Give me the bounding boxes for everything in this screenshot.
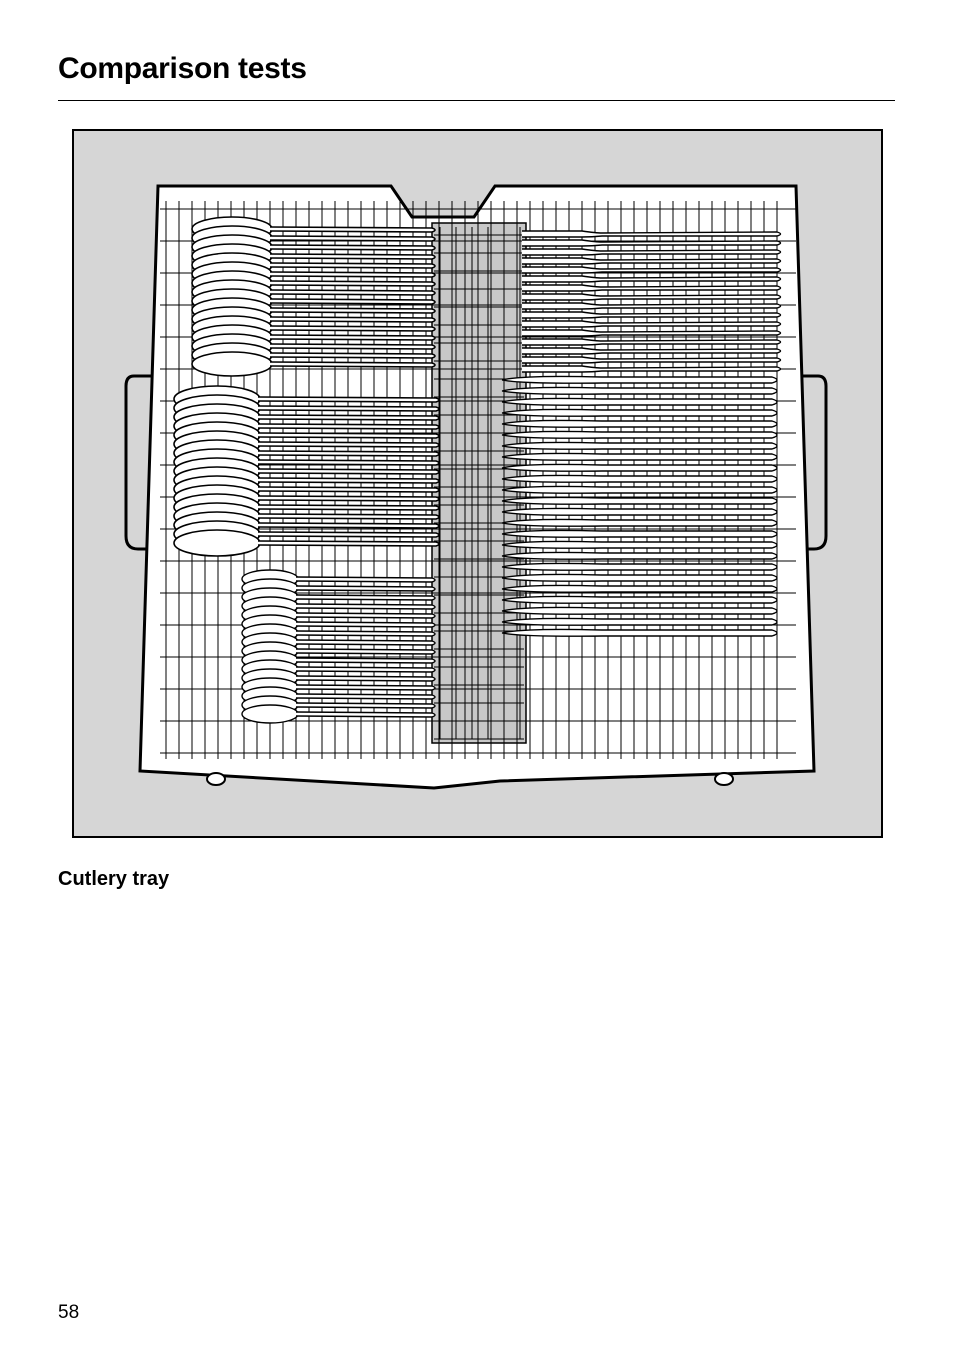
spoon-handle bbox=[258, 415, 439, 420]
knife bbox=[502, 420, 777, 427]
spoon-handle bbox=[270, 290, 435, 295]
spoon-handle bbox=[296, 658, 435, 663]
spoon-handle bbox=[296, 613, 435, 618]
spoon-handle bbox=[296, 685, 435, 690]
knife bbox=[502, 596, 777, 603]
spoon-handle bbox=[296, 703, 435, 708]
spoon-handle bbox=[258, 406, 439, 411]
spoon-handle bbox=[258, 397, 439, 402]
knife bbox=[502, 376, 777, 383]
spoon-handle bbox=[258, 496, 439, 501]
knife bbox=[502, 398, 777, 405]
spoon-handle bbox=[270, 362, 435, 367]
knife bbox=[502, 475, 777, 482]
spoon-handle bbox=[296, 604, 435, 609]
knife bbox=[502, 431, 777, 438]
spoon-handle bbox=[258, 442, 439, 447]
spoon-handle bbox=[270, 236, 435, 241]
spoon-handle bbox=[296, 667, 435, 672]
spoon-handle bbox=[296, 649, 435, 654]
center-compartment bbox=[432, 223, 526, 743]
knife bbox=[502, 409, 777, 416]
spoon-handle bbox=[258, 514, 439, 519]
spoon-handle bbox=[258, 541, 439, 546]
spoon-handle bbox=[296, 577, 435, 582]
knife bbox=[502, 442, 777, 449]
spoon-handle bbox=[296, 622, 435, 627]
spoon-handle bbox=[258, 523, 439, 528]
spoon-handle bbox=[258, 460, 439, 465]
spoon-handle bbox=[270, 344, 435, 349]
spoon-handle bbox=[258, 433, 439, 438]
spoon-handle bbox=[270, 227, 435, 232]
spoon-handle bbox=[296, 595, 435, 600]
spoon-handle bbox=[270, 335, 435, 340]
spoon-handle bbox=[258, 451, 439, 456]
knife bbox=[502, 519, 777, 526]
knife bbox=[502, 541, 777, 548]
spoon-handle bbox=[258, 505, 439, 510]
spoon-handle bbox=[296, 640, 435, 645]
spoon-handle bbox=[258, 469, 439, 474]
knife bbox=[502, 508, 777, 515]
knife bbox=[502, 453, 777, 460]
spoon-handle bbox=[258, 532, 439, 537]
spoon-handle bbox=[296, 712, 435, 717]
spoon-handle bbox=[270, 326, 435, 331]
spoon-handle bbox=[270, 299, 435, 304]
spoon-handle bbox=[296, 694, 435, 699]
spoon-handle bbox=[270, 308, 435, 313]
spoon-bowl bbox=[242, 705, 298, 723]
figure-caption: Cutlery tray bbox=[58, 868, 169, 891]
spoon-handle bbox=[258, 478, 439, 483]
page-title: Comparison tests bbox=[58, 52, 307, 86]
spoon-handle bbox=[258, 487, 439, 492]
spoon-handle bbox=[270, 254, 435, 259]
spoon-handle bbox=[296, 676, 435, 681]
spoon-bowl bbox=[192, 352, 272, 376]
knife bbox=[502, 607, 777, 614]
spoon-bowl bbox=[174, 530, 260, 556]
spoon-handle bbox=[270, 245, 435, 250]
spoon-handle bbox=[270, 281, 435, 286]
spoon-handle bbox=[270, 353, 435, 358]
knife bbox=[502, 574, 777, 581]
knife bbox=[502, 563, 777, 570]
tray-foot-right bbox=[715, 773, 733, 785]
knife bbox=[502, 464, 777, 471]
knife bbox=[502, 552, 777, 559]
spoon-handle bbox=[258, 424, 439, 429]
knife bbox=[502, 387, 777, 394]
knife bbox=[502, 618, 777, 625]
page-number: 58 bbox=[58, 1302, 79, 1324]
title-divider bbox=[58, 100, 895, 101]
spoon-handle bbox=[296, 631, 435, 636]
tray-foot-left bbox=[207, 773, 225, 785]
cutlery-tray-illustration bbox=[72, 129, 883, 838]
spoon-handle bbox=[270, 317, 435, 322]
cutlery-tray-drawing bbox=[74, 131, 881, 836]
knife bbox=[502, 497, 777, 504]
knife bbox=[502, 530, 777, 537]
knife bbox=[502, 486, 777, 493]
knife bbox=[502, 585, 777, 592]
spoon-handle bbox=[270, 272, 435, 277]
knife bbox=[502, 629, 777, 636]
spoon-handle bbox=[270, 263, 435, 268]
spoon-handle bbox=[296, 586, 435, 591]
